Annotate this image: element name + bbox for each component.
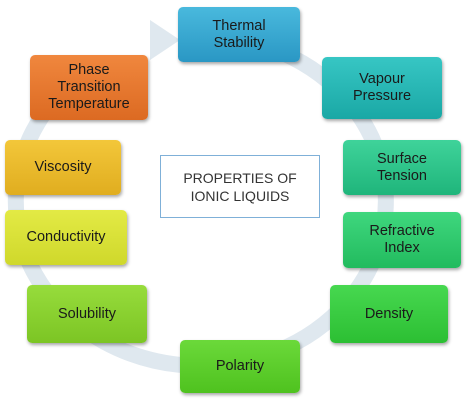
node-refractive-index: Refractive Index [343,212,461,268]
cycle-arrow-head [150,20,180,60]
node-viscosity: Viscosity [5,140,121,195]
node-solubility: Solubility [27,285,147,343]
node-conductivity: Conductivity [5,210,127,265]
node-polarity: Polarity [180,340,300,393]
node-thermal-stability: Thermal Stability [178,7,300,62]
node-phase-transition-temperature: Phase Transition Temperature [30,55,148,120]
node-vapour-pressure: Vapour Pressure [322,57,442,119]
node-density: Density [330,285,448,343]
center-title: PROPERTIES OF IONIC LIQUIDS [160,155,320,218]
node-surface-tension: Surface Tension [343,140,461,195]
